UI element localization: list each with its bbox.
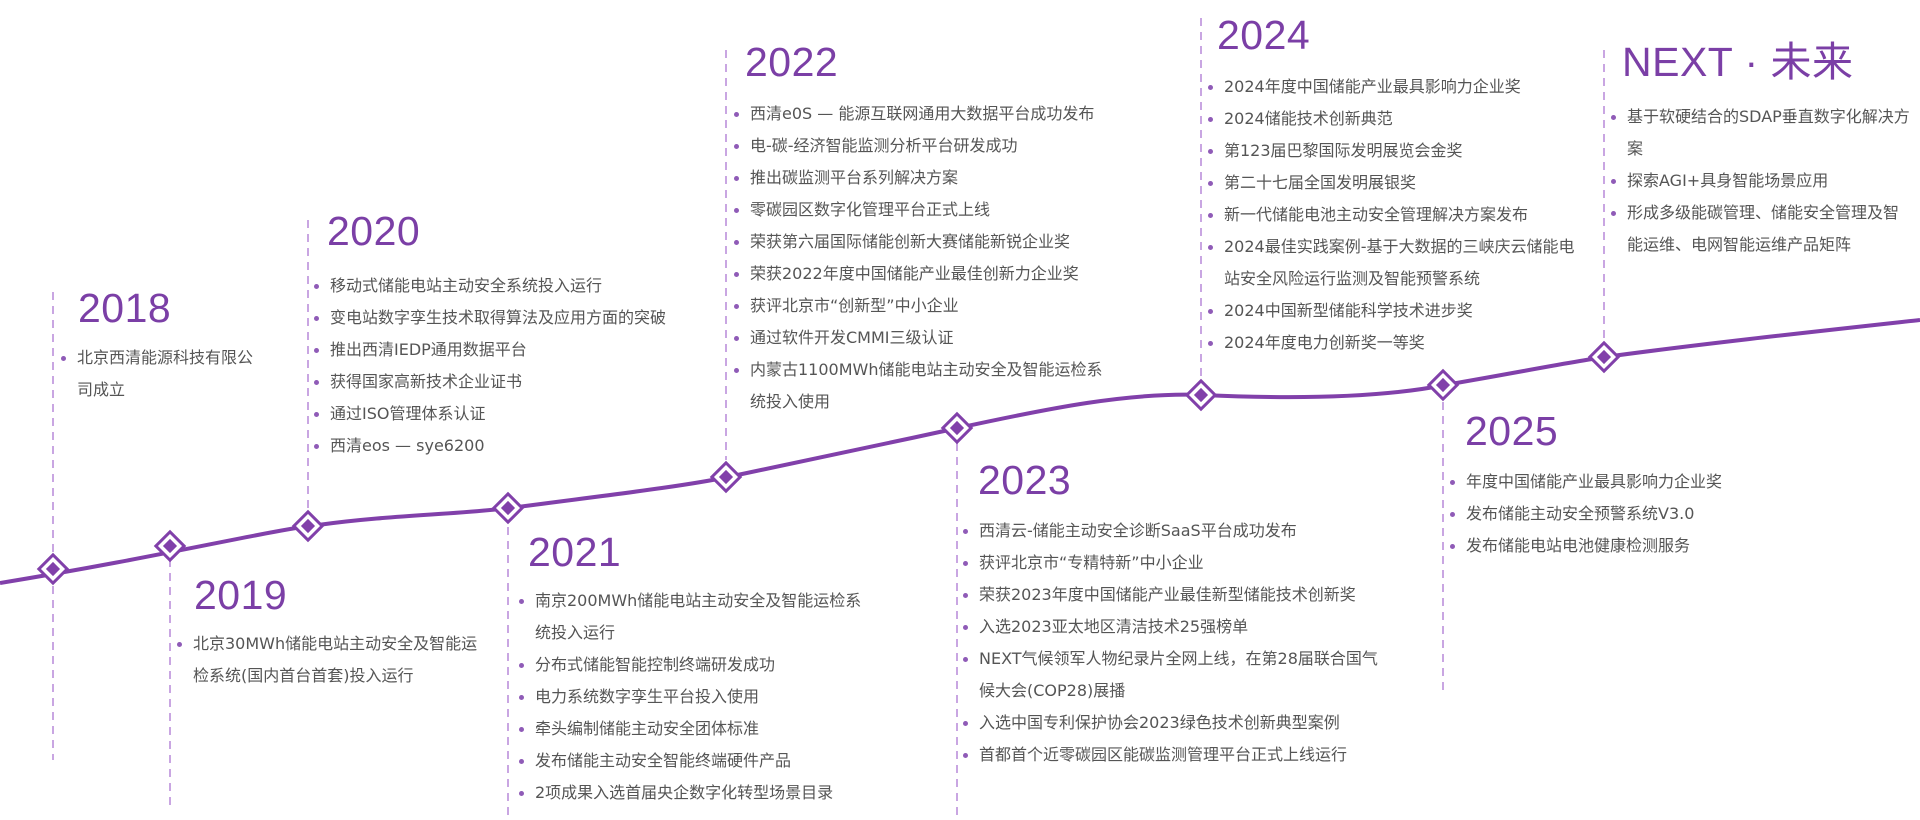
milestone-node-icon — [291, 509, 325, 543]
milestone-item: 推出碳监测平台系列解决方案 — [731, 162, 1111, 194]
connector-lines — [52, 18, 1605, 815]
milestone-item: 第123届巴黎国际发明展览会金奖 — [1205, 135, 1575, 167]
milestone-item: 西清eos — sye6200 — [311, 430, 711, 462]
milestone-item: 牵头编制储能主动安全团体标准 — [516, 713, 871, 745]
milestone-item: 内蒙古1100MWh储能电站主动安全及智能运检系统投入使用 — [731, 354, 1111, 418]
milestone-item: 荣获第六届国际储能创新大赛储能新锐企业奖 — [731, 226, 1111, 258]
milestone-nodes — [36, 340, 1621, 586]
milestone-year: 2023 — [978, 457, 1072, 503]
milestone-items: 北京30MWh储能电站主动安全及智能运检系统(国内首台首套)投入运行 — [174, 628, 484, 692]
milestone-items: 基于软硬结合的SDAP垂直数字化解决方案 探索AGI+具身智能场景应用 形成多级… — [1608, 101, 1913, 261]
milestone-year: NEXT · 未来 — [1622, 39, 1854, 85]
milestone-node-icon — [491, 491, 525, 525]
milestone-item: 北京西清能源科技有限公司成立 — [58, 342, 268, 406]
milestone-item: 年度中国储能产业最具影响力企业奖 — [1447, 466, 1787, 498]
milestone-2018: 2018 北京西清能源科技有限公司成立 — [58, 288, 268, 406]
milestone-items: 北京西清能源科技有限公司成立 — [58, 342, 268, 406]
milestone-item: 形成多级能碳管理、储能安全管理及智能运维、电网智能运维产品矩阵 — [1608, 197, 1913, 261]
milestone-item: 发布储能主动安全预警系统V3.0 — [1447, 498, 1787, 530]
milestone-item: NEXT气候领军人物纪录片全网上线，在第28届联合国气候大会(COP28)展播 — [960, 643, 1380, 707]
milestone-2023: 2023 西清云-储能主动安全诊断SaaS平台成功发布 获评北京市“专精特新”中… — [960, 460, 1380, 771]
milestone-item: 变电站数字孪生技术取得算法及应用方面的突破 — [311, 302, 711, 334]
milestone-item: 探索AGI+具身智能场景应用 — [1608, 165, 1913, 197]
milestone-item: 第二十七届全国发明展银奖 — [1205, 167, 1575, 199]
milestone-2024: 2024 2024年度中国储能产业最具影响力企业奖 2024储能技术创新典范 第… — [1205, 15, 1575, 359]
milestone-year: 2025 — [1465, 408, 1559, 454]
milestone-items: 年度中国储能产业最具影响力企业奖 发布储能主动安全预警系统V3.0 发布储能电站… — [1447, 466, 1787, 562]
milestone-item: 2024年度中国储能产业最具影响力企业奖 — [1205, 71, 1575, 103]
milestone-year: 2020 — [327, 208, 421, 254]
milestone-items: 南京200MWh储能电站主动安全及智能运检系统投入运行 分布式储能智能控制终端研… — [516, 585, 871, 809]
milestone-item: 荣获2023年度中国储能产业最佳新型储能技术创新奖 — [960, 579, 1380, 611]
milestone-item: 获评北京市“专精特新”中小企业 — [960, 547, 1380, 579]
milestone-item: 分布式储能智能控制终端研发成功 — [516, 649, 871, 681]
milestone-item: 电-碳-经济智能监测分析平台研发成功 — [731, 130, 1111, 162]
milestone-item: 北京30MWh储能电站主动安全及智能运检系统(国内首台首套)投入运行 — [174, 628, 484, 692]
milestone-item: 2024最佳实践案例-基于大数据的三峡庆云储能电站安全风险运行监测及智能预警系统 — [1205, 231, 1575, 295]
milestone-node-icon — [1426, 368, 1460, 402]
milestone-2019: 2019 北京30MWh储能电站主动安全及智能运检系统(国内首台首套)投入运行 — [174, 575, 484, 692]
milestone-item: 入选中国专利保护协会2023绿色技术创新典型案例 — [960, 707, 1380, 739]
milestone-year: 2024 — [1217, 12, 1311, 58]
milestone-node-icon — [709, 460, 743, 494]
milestone-item: 电力系统数字孪生平台投入使用 — [516, 681, 871, 713]
milestone-items: 西清e0S — 能源互联网通用大数据平台成功发布 电-碳-经济智能监测分析平台研… — [731, 98, 1111, 418]
milestone-item: 发布储能主动安全智能终端硬件产品 — [516, 745, 871, 777]
milestone-item: 西清云-储能主动安全诊断SaaS平台成功发布 — [960, 515, 1380, 547]
milestone-2022: 2022 西清e0S — 能源互联网通用大数据平台成功发布 电-碳-经济智能监测… — [731, 42, 1111, 418]
milestone-item: 获得国家高新技术企业证书 — [311, 366, 711, 398]
milestone-item: 2024中国新型储能科学技术进步奖 — [1205, 295, 1575, 327]
milestone-year: 2022 — [745, 39, 839, 85]
milestone-item: 获评北京市“创新型”中小企业 — [731, 290, 1111, 322]
milestone-item: 零碳园区数字化管理平台正式上线 — [731, 194, 1111, 226]
milestone-item: 西清e0S — 能源互联网通用大数据平台成功发布 — [731, 98, 1111, 130]
milestone-node-icon — [1587, 340, 1621, 374]
milestone-items: 移动式储能电站主动安全系统投入运行 变电站数字孪生技术取得算法及应用方面的突破 … — [311, 270, 711, 462]
milestone-2021: 2021 南京200MWh储能电站主动安全及智能运检系统投入运行 分布式储能智能… — [516, 532, 871, 809]
milestone-node-icon — [153, 529, 187, 563]
milestone-item: 入选2023亚太地区清洁技术25强榜单 — [960, 611, 1380, 643]
milestone-item: 通过软件开发CMMI三级认证 — [731, 322, 1111, 354]
milestone-item: 基于软硬结合的SDAP垂直数字化解决方案 — [1608, 101, 1913, 165]
milestone-year: 2019 — [194, 572, 288, 618]
milestone-item: 新一代储能电池主动安全管理解决方案发布 — [1205, 199, 1575, 231]
milestone-item: 通过ISO管理体系认证 — [311, 398, 711, 430]
milestone-item: 2项成果入选首届央企数字化转型场景目录 — [516, 777, 871, 809]
milestone-node-icon — [1184, 378, 1218, 412]
milestone-item: 首都首个近零碳园区能碳监测管理平台正式上线运行 — [960, 739, 1380, 771]
milestone-year: 2018 — [78, 285, 172, 331]
milestone-2025: 2025 年度中国储能产业最具影响力企业奖 发布储能主动安全预警系统V3.0 发… — [1447, 411, 1787, 562]
milestone-item: 荣获2022年度中国储能产业最佳创新力企业奖 — [731, 258, 1111, 290]
milestone-item: 南京200MWh储能电站主动安全及智能运检系统投入运行 — [516, 585, 871, 649]
milestone-items: 西清云-储能主动安全诊断SaaS平台成功发布 获评北京市“专精特新”中小企业 荣… — [960, 515, 1380, 771]
milestone-item: 移动式储能电站主动安全系统投入运行 — [311, 270, 711, 302]
milestone-next: NEXT · 未来 基于软硬结合的SDAP垂直数字化解决方案 探索AGI+具身智… — [1608, 42, 1913, 261]
milestone-item: 推出西清IEDP通用数据平台 — [311, 334, 711, 366]
milestone-2020: 2020 移动式储能电站主动安全系统投入运行 变电站数字孪生技术取得算法及应用方… — [311, 211, 711, 462]
milestone-item: 2024储能技术创新典范 — [1205, 103, 1575, 135]
milestone-node-icon — [940, 411, 974, 445]
milestone-node-icon — [36, 552, 70, 586]
milestone-item: 2024年度电力创新奖一等奖 — [1205, 327, 1575, 359]
milestone-year: 2021 — [528, 529, 622, 575]
milestone-items: 2024年度中国储能产业最具影响力企业奖 2024储能技术创新典范 第123届巴… — [1205, 71, 1575, 359]
milestone-item: 发布储能电站电池健康检测服务 — [1447, 530, 1787, 562]
